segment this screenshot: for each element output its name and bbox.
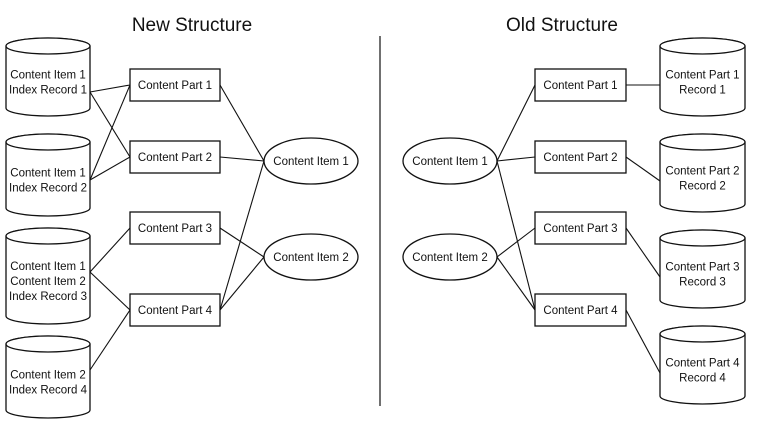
ellipse-shape <box>263 137 359 185</box>
node-label: Content Part 1 <box>543 80 617 92</box>
cylinder-top <box>659 37 746 55</box>
index-record-2: Content Item 1 Index Record 2 <box>5 133 91 217</box>
node-label-line: Record 2 <box>679 181 726 193</box>
new-content-item-2: Content Item 2 <box>263 233 359 281</box>
box-shape <box>129 293 221 327</box>
record-to-part-connector <box>89 84 131 181</box>
old-record-4: Content Part 4 Record 4 <box>659 325 746 405</box>
item-to-part-connector <box>496 84 536 162</box>
node-label-line: Content Item 1 <box>10 261 85 273</box>
box-shape <box>129 211 221 245</box>
node-label: Content Part 1 <box>138 80 212 92</box>
old-content-part-1: Content Part 1 <box>534 68 627 102</box>
cylinder-top <box>659 133 746 151</box>
new-content-part-2: Content Part 2 <box>129 140 221 174</box>
cylinder-top <box>659 325 746 343</box>
index-record-1: Content Item 1 Index Record 1 <box>5 37 91 117</box>
node-label-line: Index Record 4 <box>9 385 88 397</box>
node-label-line: Content Item 2 <box>10 276 85 288</box>
old-record-3: Content Part 3 Record 3 <box>659 229 746 309</box>
new-structure-title: New Structure <box>132 15 252 36</box>
record-to-part-connector <box>89 309 131 371</box>
node-label-line: Index Record 3 <box>9 291 87 303</box>
old-structure-title: Old Structure <box>506 15 618 36</box>
node-label: Content Part 4 <box>543 305 618 317</box>
part-to-item-connector <box>219 84 265 162</box>
node-label-line: Content Item 1 <box>10 70 85 82</box>
cylinder-top <box>659 229 746 247</box>
box-shape <box>534 140 627 174</box>
node-label: Content Item 1 <box>273 156 348 168</box>
old-content-item-2: Content Item 2 <box>402 233 498 281</box>
record-to-part-connector <box>89 271 131 311</box>
part-to-record-connector <box>625 227 661 278</box>
item-to-part-connector <box>496 227 536 258</box>
node-label-line: Content Item 2 <box>10 370 85 382</box>
node-label: Content Item 2 <box>273 252 348 264</box>
node-label-line: Record 3 <box>679 277 726 289</box>
old-content-part-4: Content Part 4 <box>534 293 627 327</box>
record-to-part-connector <box>89 91 131 158</box>
node-label-line: Content Part 4 <box>665 358 740 370</box>
cylinder-top <box>5 335 91 353</box>
ellipse-shape <box>402 137 498 185</box>
ellipse-shape <box>263 233 359 281</box>
new-content-part-4: Content Part 4 <box>129 293 221 327</box>
record-to-part-connector <box>89 156 131 181</box>
item-to-part-connector <box>496 256 536 311</box>
node-label-line: Index Record 1 <box>9 85 87 97</box>
cylinder-top <box>5 227 91 245</box>
node-label-line: Record 1 <box>679 85 726 97</box>
part-to-item-connector <box>219 227 265 258</box>
old-content-item-1: Content Item 1 <box>402 137 498 185</box>
ellipse-shape <box>402 233 498 281</box>
node-label-line: Content Item 1 <box>10 168 85 180</box>
box-shape <box>129 140 221 174</box>
node-label: Content Part 3 <box>138 223 212 235</box>
part-to-record-connector <box>625 309 661 374</box>
part-to-item-connector <box>219 160 265 311</box>
node-label-line: Content Part 2 <box>665 166 739 178</box>
old-content-part-2: Content Part 2 <box>534 140 627 174</box>
old-record-1: Content Part 1 Record 1 <box>659 37 746 117</box>
cylinder-top <box>5 37 91 55</box>
new-content-part-1: Content Part 1 <box>129 68 221 102</box>
connections <box>89 84 661 374</box>
record-to-part-connector <box>89 84 131 93</box>
old-content-part-3: Content Part 3 <box>534 211 627 245</box>
new-content-item-1: Content Item 1 <box>263 137 359 185</box>
item-to-part-connector <box>496 156 536 162</box>
node-label: Content Part 4 <box>138 305 213 317</box>
box-shape <box>129 68 221 102</box>
node-label-line: Index Record 2 <box>9 183 87 195</box>
index-record-4: Content Item 2 Index Record 4 <box>5 335 91 419</box>
box-shape <box>534 293 627 327</box>
node-label-line: Record 4 <box>679 373 726 385</box>
part-to-item-connector <box>219 156 265 162</box>
node-label: Content Part 2 <box>138 152 212 164</box>
box-shape <box>534 68 627 102</box>
box-shape <box>534 211 627 245</box>
node-label: Content Part 3 <box>543 223 617 235</box>
record-to-part-connector <box>89 227 131 273</box>
node-label: Content Part 2 <box>543 152 617 164</box>
old-record-2: Content Part 2 Record 2 <box>659 133 746 213</box>
node-label-line: Content Part 3 <box>665 262 739 274</box>
node-label-line: Content Part 1 <box>665 70 739 82</box>
cylinder-top <box>5 133 91 151</box>
part-to-record-connector <box>625 156 661 182</box>
item-to-part-connector <box>496 160 536 311</box>
part-to-item-connector <box>219 256 265 311</box>
node-label: Content Item 2 <box>412 252 487 264</box>
index-record-3: Content Item 1 Content Item 2 Index Record… <box>5 227 91 325</box>
new-content-part-3: Content Part 3 <box>129 211 221 245</box>
node-label: Content Item 1 <box>412 156 487 168</box>
